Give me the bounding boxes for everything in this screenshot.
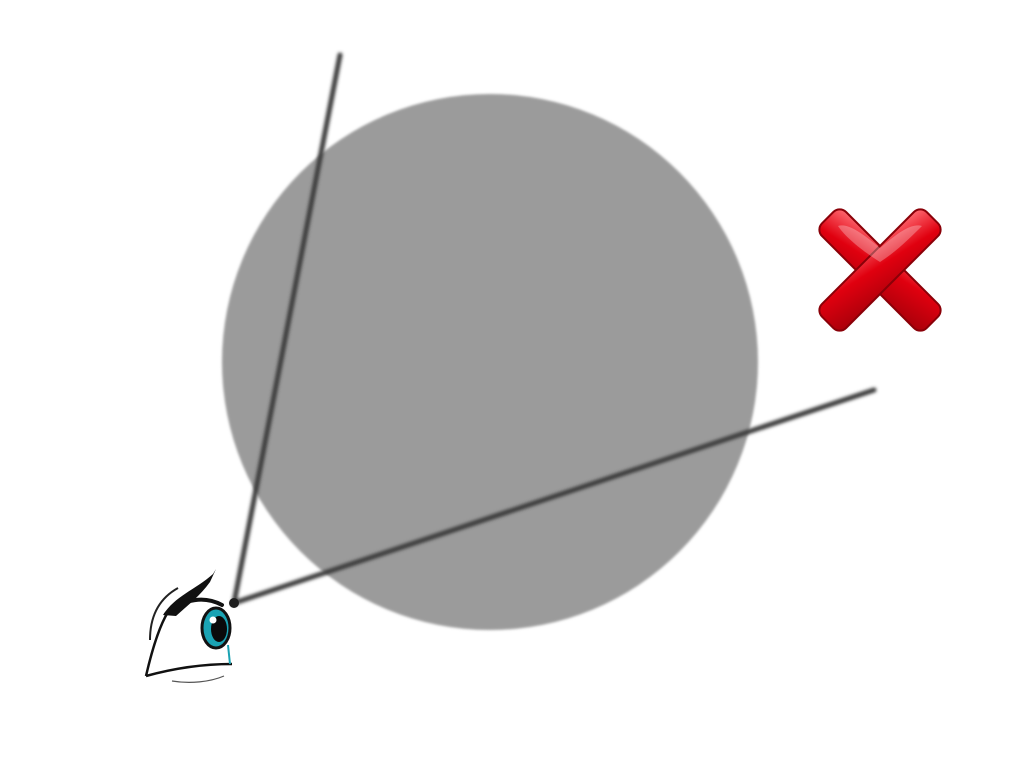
eye-outline bbox=[144, 611, 170, 677]
grey-sphere bbox=[222, 94, 758, 630]
eye-brow bbox=[149, 587, 179, 641]
x-bar-2 bbox=[818, 208, 942, 332]
eye-lashes bbox=[163, 569, 216, 616]
eye-lower-lid bbox=[145, 662, 233, 678]
eye-upper-lid bbox=[164, 597, 224, 616]
sight-lines bbox=[231, 52, 877, 606]
eye-icon bbox=[144, 569, 233, 683]
viewpoint-dot bbox=[229, 598, 239, 608]
sight-line-upper bbox=[231, 52, 343, 606]
eye-highlight bbox=[209, 616, 217, 624]
sight-line-lower bbox=[231, 387, 877, 606]
eye-lower-shadow bbox=[171, 675, 225, 683]
eye-tear-line bbox=[227, 644, 231, 665]
x-gloss bbox=[838, 225, 922, 262]
red-x-icon bbox=[818, 208, 942, 332]
